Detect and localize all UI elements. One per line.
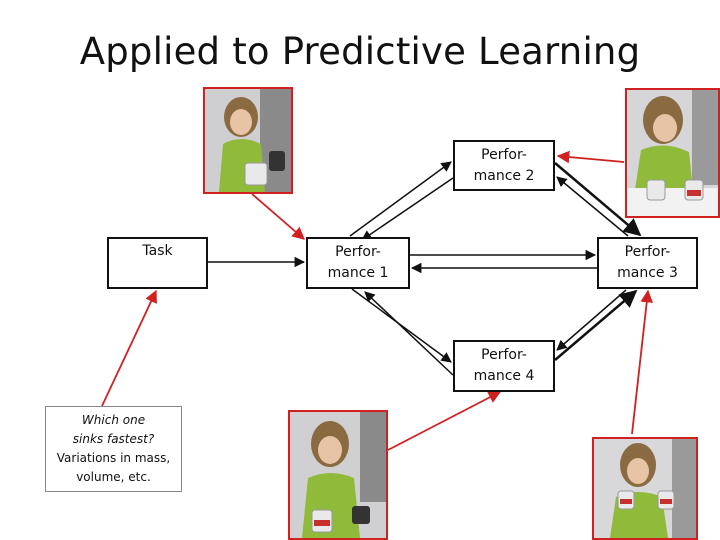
- performance-3-label-line1: Perfor-: [624, 244, 671, 260]
- photo-girl-with-jars: [288, 410, 388, 540]
- note-line3: Variations in mass,: [56, 451, 171, 465]
- arrow-perf3-to-perf2: [556, 176, 629, 237]
- note-question-line1: Which one: [81, 413, 146, 427]
- performance-2-label-line2: mance 2: [473, 168, 535, 184]
- performance-4-box: Perfor- mance 4: [453, 340, 555, 392]
- arrow-perf2-to-perf1: [361, 177, 454, 241]
- red-arrow-photo2-to-perf2: [556, 150, 625, 164]
- performance-3-box: Perfor- mance 3: [597, 237, 698, 289]
- note-question-line2: sinks fastest?: [72, 432, 155, 446]
- red-arrow-note-to-task: [101, 289, 157, 407]
- task-label: Task: [142, 243, 173, 259]
- performance-1-box: Perfor- mance 1: [306, 237, 410, 289]
- performance-1-label-line1: Perfor-: [335, 244, 381, 260]
- task-box: Task: [107, 237, 208, 289]
- red-arrow-photo1-to-perf1: [251, 193, 305, 240]
- performance-2-label-line1: Perfor-: [481, 147, 527, 163]
- performance-2-box: Perfor- mance 2: [453, 140, 555, 191]
- slide-title: Applied to Predictive Learning: [79, 30, 641, 73]
- arrow-perf4-to-perf1: [364, 291, 454, 376]
- photo-girl-thinking: [625, 88, 720, 218]
- performance-3-label-line2: mance 3: [617, 265, 678, 281]
- performance-4-label-line2: mance 4: [473, 368, 535, 384]
- note-line4: volume, etc.: [76, 470, 151, 484]
- photo-girl-comparing-jars: [592, 437, 698, 540]
- red-arrow-photo3-to-perf4: [387, 391, 502, 451]
- arrow-perf2-to-perf3: [554, 162, 642, 237]
- performance-4-label-line1: Perfor-: [481, 347, 527, 363]
- arrow-perf1-to-perf2: [349, 161, 452, 237]
- arrow-perf4-to-perf3: [554, 289, 638, 361]
- photo-girl-holding-jar: [203, 87, 293, 194]
- red-arrow-photo4-to-perf3: [631, 289, 653, 435]
- arrow-perf3-to-perf4: [556, 289, 627, 351]
- task-description-note: Which one sinks fastest? Variations in m…: [45, 406, 182, 492]
- performance-1-label-line2: mance 1: [327, 265, 389, 281]
